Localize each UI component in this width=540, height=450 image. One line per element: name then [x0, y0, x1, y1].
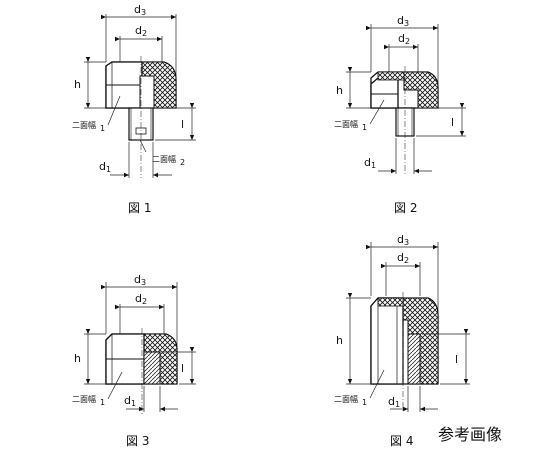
fig2-across-flats-1: 二面幅 [334, 119, 358, 129]
fig1-h-label: h [74, 78, 81, 91]
svg-text:1: 1 [395, 400, 400, 409]
svg-text:3: 3 [404, 19, 409, 28]
fig4-h-label: h [336, 334, 343, 347]
fig1-caption: 図 1 [128, 201, 151, 215]
figure-2: d 3 d 2 h l d 1 二面幅 [334, 14, 466, 215]
fig2-l-label: l [451, 116, 454, 129]
figure-1: d 3 d 2 h l d 1 [72, 3, 196, 215]
fig4-across-flats-1: 二面幅 [334, 394, 358, 404]
fig1-d2-label: d [135, 24, 142, 37]
fig2-d2-label: d [398, 32, 405, 45]
fig3-l-label: l [181, 362, 184, 375]
fig2-d3-label: d [397, 14, 404, 27]
fig1-across-flats-1: 二面幅 [72, 120, 96, 130]
fig3-d2-label: d [135, 292, 142, 305]
fig3-d1-label: d [124, 394, 131, 407]
fig4-threaded-bore [407, 333, 421, 385]
figure-4: d 3 d 2 h l d 1 二面幅 1 図 4 [334, 233, 470, 448]
svg-text:3: 3 [404, 238, 409, 247]
fig4-d1-label: d [388, 395, 395, 408]
fig4-d3-label: d [397, 233, 404, 246]
svg-text:3: 3 [141, 278, 146, 287]
figure-3: d 3 d 2 h l d 1 二面幅 1 図 3 [72, 273, 196, 448]
svg-text:3: 3 [141, 8, 146, 17]
svg-text:1: 1 [131, 399, 136, 408]
fig3-h-label: h [74, 352, 81, 365]
svg-text:2: 2 [405, 37, 410, 46]
reference-image-note: 参考画像 [438, 425, 502, 444]
svg-text:1: 1 [362, 398, 367, 407]
svg-text:1: 1 [371, 161, 376, 170]
fig2-caption: 図 2 [394, 201, 417, 215]
svg-text:2: 2 [142, 297, 147, 306]
svg-text:1: 1 [100, 124, 105, 133]
fig1-d3-label: d [134, 3, 141, 16]
fig2-d1-label: d [364, 156, 371, 169]
fig3-threaded-bore [143, 351, 161, 385]
fig4-hex-nut [370, 297, 404, 385]
fig3-across-flats-1: 二面幅 [72, 394, 96, 404]
fig1-d1-label: d [99, 160, 106, 173]
fig2-hex-nut [370, 77, 399, 109]
fig1-l-label: l [181, 118, 184, 131]
svg-text:1: 1 [100, 398, 105, 407]
fig3-caption: 図 3 [126, 434, 149, 448]
svg-text:2: 2 [180, 158, 185, 167]
svg-text:2: 2 [404, 256, 409, 265]
fig3-d3-label: d [134, 273, 141, 286]
fig4-l-label: l [455, 353, 458, 366]
svg-text:1: 1 [106, 165, 111, 174]
fig4-caption: 図 4 [390, 434, 413, 448]
svg-text:2: 2 [142, 29, 147, 38]
fig1-across-flats-2: 二面幅 [152, 154, 176, 164]
fig2-h-label: h [336, 84, 343, 97]
svg-text:1: 1 [362, 123, 367, 132]
fig2-section-hatch [403, 71, 439, 109]
fig4-d2-label: d [397, 251, 404, 264]
